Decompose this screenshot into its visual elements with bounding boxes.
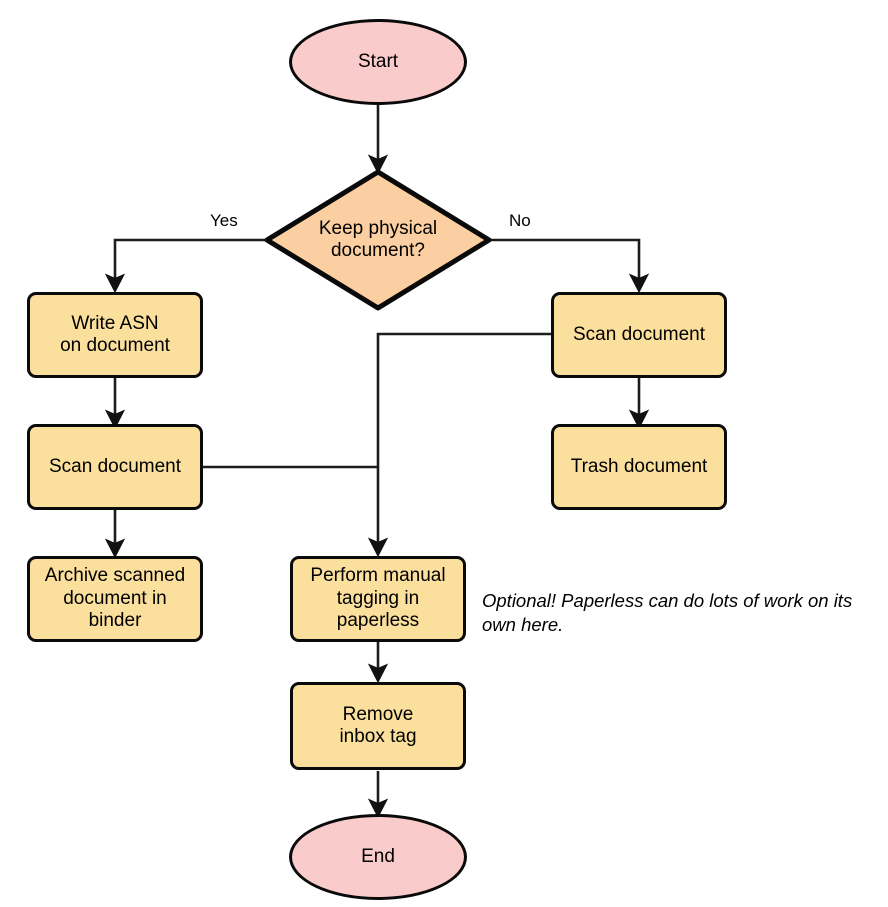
node-decision[interactable]: Keep physical document? <box>263 168 493 312</box>
node-remove-inbox-tag[interactable]: Remove inbox tag <box>290 682 466 770</box>
node-scan-document-right-label: Scan document <box>572 323 706 345</box>
node-start-label: Start <box>357 50 399 72</box>
node-decision-label: Keep physical document? <box>318 217 438 261</box>
node-start[interactable]: Start <box>289 19 467 105</box>
edge-decision-scanright <box>491 238 650 294</box>
node-archive-binder-label: Archive scanned document in binder <box>44 565 186 632</box>
annotation-optional-note: Optional! Paperless can do lots of work … <box>482 590 853 636</box>
node-trash-document[interactable]: Trash document <box>551 424 727 510</box>
node-end[interactable]: End <box>289 814 467 900</box>
node-remove-inbox-tag-label: Remove inbox tag <box>339 703 417 747</box>
node-scan-document-right[interactable]: Scan document <box>551 292 727 378</box>
node-write-asn[interactable]: Write ASN on document <box>27 292 203 378</box>
edge-label-yes: Yes <box>210 211 238 230</box>
node-scan-document-left-label: Scan document <box>48 455 182 477</box>
decision-diamond-shape <box>264 169 492 311</box>
edge-label-no: No <box>509 211 531 230</box>
edge-decision-writeasn <box>104 238 265 294</box>
edge-scanright-tagging <box>367 332 551 558</box>
node-write-asn-label: Write ASN on document <box>60 312 170 356</box>
node-manual-tagging[interactable]: Perform manual tagging in paperless <box>290 556 466 642</box>
node-manual-tagging-label: Perform manual tagging in paperless <box>310 565 446 632</box>
node-archive-binder[interactable]: Archive scanned document in binder <box>27 556 203 642</box>
node-trash-document-label: Trash document <box>570 455 708 477</box>
node-end-label: End <box>361 845 395 867</box>
node-scan-document-left[interactable]: Scan document <box>27 424 203 510</box>
